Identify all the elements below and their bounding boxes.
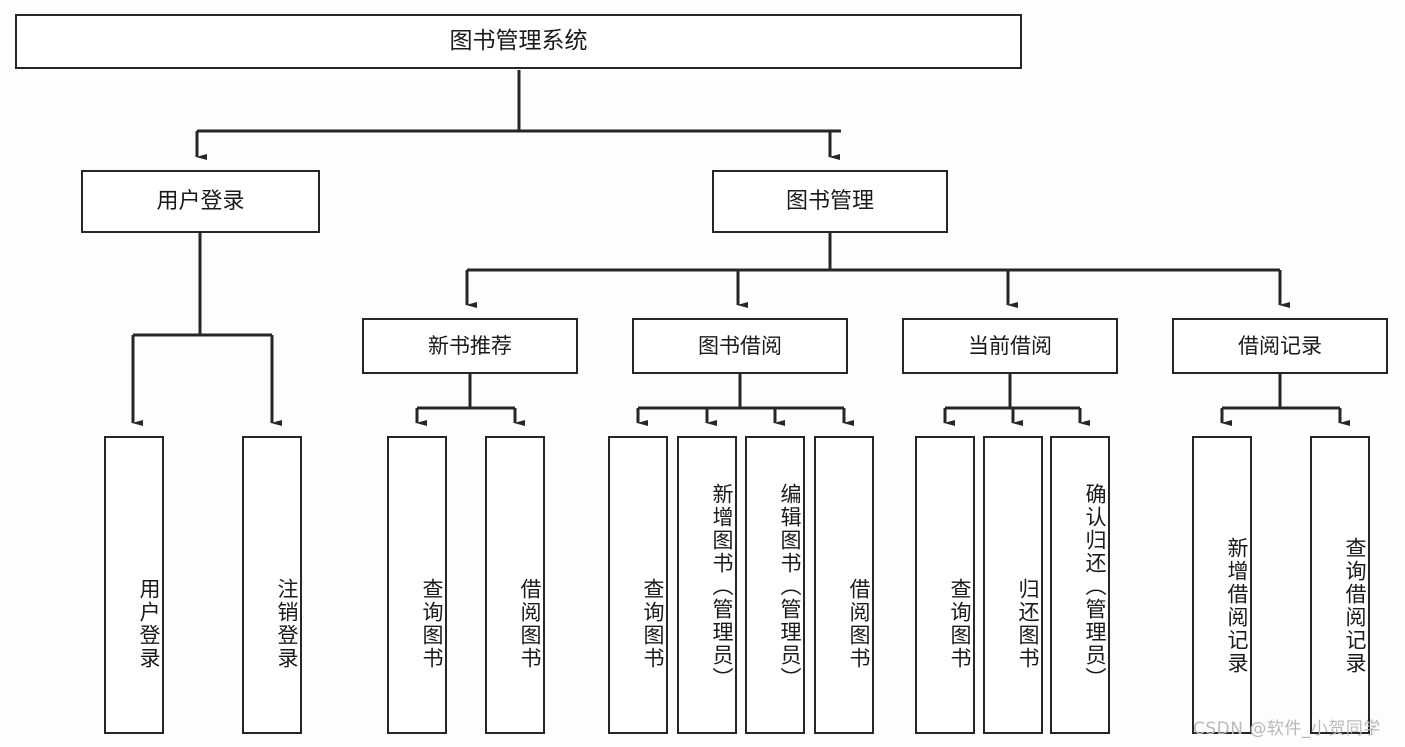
leaf-return-books[interactable]: 归还图书 — [983, 436, 1043, 734]
leaf-user-login[interactable]: 用户登录 — [104, 436, 164, 734]
watermark: CSDN @软件_小贺同学 — [1193, 719, 1381, 739]
leaf-add-borrow-record[interactable]: 新增借阅记录 — [1192, 436, 1252, 734]
leaf-edit-book-admin[interactable]: 编辑图书（管理员） — [745, 436, 805, 734]
node-book-borrow[interactable]: 图书借阅 — [632, 318, 848, 374]
node-current-borrow[interactable]: 当前借阅 — [902, 318, 1118, 374]
node-root[interactable]: 图书管理系统 — [15, 14, 1022, 69]
leaf-add-book-admin[interactable]: 新增图书（管理员） — [677, 436, 737, 734]
node-book-management[interactable]: 图书管理 — [712, 170, 948, 233]
leaf-confirm-return-admin[interactable]: 确认归还（管理员） — [1050, 436, 1110, 734]
node-borrow-records[interactable]: 借阅记录 — [1172, 318, 1388, 374]
leaf-borrow-books-new[interactable]: 借阅图书 — [485, 436, 545, 734]
leaf-borrow-books-borrow[interactable]: 借阅图书 — [814, 436, 874, 734]
leaf-query-books-current[interactable]: 查询图书 — [915, 436, 975, 734]
leaf-logout[interactable]: 注销登录 — [242, 436, 302, 734]
node-user-login[interactable]: 用户登录 — [81, 170, 320, 233]
leaf-query-books-borrow[interactable]: 查询图书 — [608, 436, 668, 734]
node-new-book-recommend[interactable]: 新书推荐 — [362, 318, 578, 374]
leaf-query-borrow-record[interactable]: 查询借阅记录 — [1310, 436, 1370, 734]
leaf-query-books-new[interactable]: 查询图书 — [387, 436, 447, 734]
